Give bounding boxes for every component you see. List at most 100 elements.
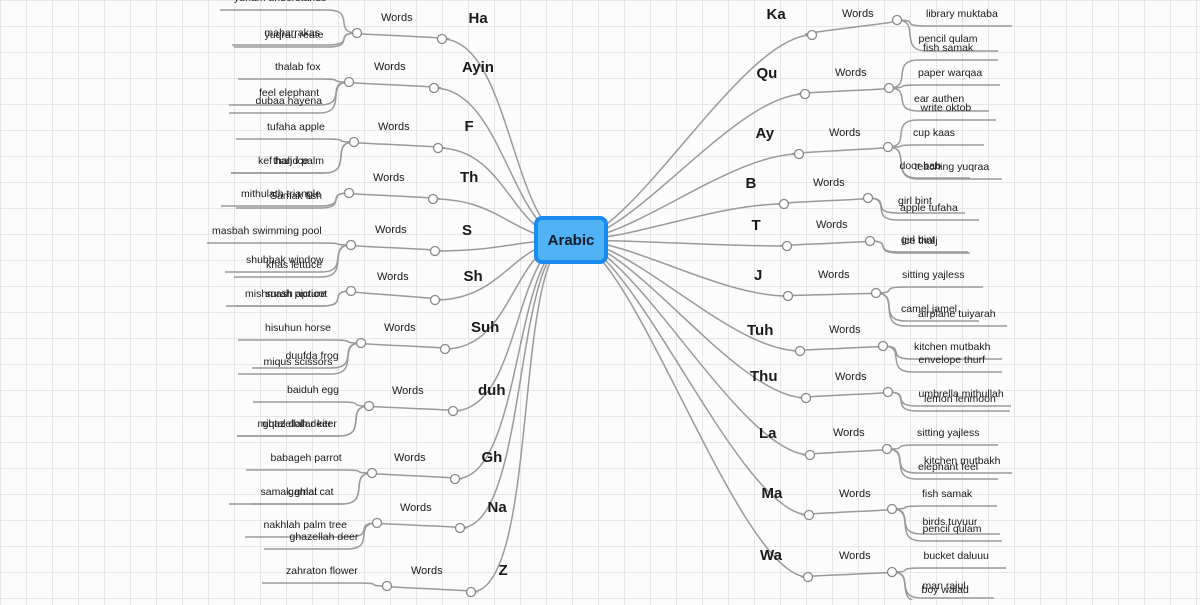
leaf-label[interactable]: fish samak (922, 487, 973, 500)
leaf-label[interactable]: ice thalj (902, 234, 938, 247)
words-group-label[interactable]: Words (378, 120, 410, 133)
words-group-label[interactable]: Words (375, 223, 407, 236)
leaf-label[interactable]: babageh parrot (270, 451, 342, 464)
leaf-label[interactable]: gamal cat (288, 485, 334, 498)
branch-header[interactable]: Ma (761, 484, 783, 502)
words-group-label[interactable]: Words (373, 171, 405, 184)
words-group-label[interactable]: Words (839, 549, 871, 562)
leaf-label[interactable]: pencil qulam (918, 32, 978, 45)
leaf-label[interactable]: yuham understands (234, 0, 326, 3)
words-group-label[interactable]: Words (829, 323, 861, 336)
words-group-label[interactable]: Words (818, 268, 850, 281)
leaf-label[interactable]: sitting yajless (917, 426, 980, 439)
leaf-label[interactable]: tufaha apple (267, 120, 325, 133)
leaf-label[interactable]: airplane tuiyarah (918, 307, 996, 320)
words-group-label[interactable]: Words (835, 370, 867, 383)
leaf-label[interactable]: hisuhun horse (265, 321, 331, 334)
words-group-label[interactable]: Words (816, 218, 848, 231)
leaf-label[interactable]: pencil qulam (922, 522, 982, 535)
leaf-label[interactable]: miqtal dollar kiter (257, 417, 337, 430)
leaf-label[interactable]: ghazellah deer (262, 417, 332, 430)
leaf-label[interactable]: kitchen mutbakh (924, 454, 1001, 467)
branch-header[interactable]: La (759, 424, 777, 442)
words-group-label[interactable]: Words (833, 426, 865, 439)
branch-header[interactable]: Qu (756, 64, 778, 82)
leaf-label[interactable]: ear authen (914, 92, 965, 105)
branch-header[interactable]: Ay (755, 124, 775, 142)
leaf-label[interactable]: zahraton flower (286, 564, 358, 577)
leaf-label[interactable]: umbrella mithullah (918, 387, 1004, 400)
leaf-label[interactable]: nakhlah palm tree (263, 518, 347, 531)
words-group-label[interactable]: Words (829, 126, 861, 139)
words-group-label[interactable]: Words (392, 384, 424, 397)
leaf-label[interactable]: miqus scissors (263, 355, 333, 368)
branch-header[interactable]: Ha (468, 9, 488, 27)
words-group-label[interactable]: Words (842, 7, 874, 20)
leaf-label[interactable]: girl bint (898, 194, 932, 207)
leaf-label[interactable]: maharrakas (264, 26, 320, 39)
leaf-label[interactable]: shubbak window (246, 253, 324, 266)
words-group-label[interactable]: Words (374, 60, 406, 73)
leaf-label[interactable]: kef hand palm (258, 154, 324, 167)
leaf-label[interactable]: Samak fish (270, 189, 322, 202)
leaf-label[interactable]: thalj ice (273, 154, 309, 167)
branch-header[interactable]: S (462, 221, 473, 239)
leaf-label[interactable]: birds tuyuur (922, 515, 978, 528)
words-group-label[interactable]: Words (839, 487, 871, 500)
leaf-label[interactable]: samak ghlat (260, 485, 318, 498)
branch-header[interactable]: F (464, 117, 474, 135)
leaf-label[interactable]: door bab (899, 159, 941, 172)
leaf-label[interactable]: kitchen mutbakh (914, 340, 991, 353)
leaf-label[interactable]: ghazellah deer (289, 530, 359, 543)
leaf-label[interactable]: khas lettuce (266, 258, 323, 271)
leaf-label[interactable]: surah picture (265, 287, 327, 300)
branch-header[interactable]: Thu (750, 367, 778, 385)
leaf-label[interactable]: man rajul (922, 579, 966, 592)
words-group-label[interactable]: Words (411, 564, 443, 577)
leaf-label[interactable]: library muktaba (926, 7, 998, 20)
leaf-label[interactable]: dubaa hayena (255, 94, 323, 107)
branch-header[interactable]: Suh (471, 318, 500, 336)
words-group-label[interactable]: Words (384, 321, 416, 334)
branch-header[interactable]: duh (478, 381, 506, 399)
leaf-label[interactable]: mishmash apricot (245, 287, 328, 300)
branch-header[interactable]: T (751, 216, 761, 234)
words-group-label[interactable]: Words (835, 66, 867, 79)
branch-header[interactable]: Th (460, 168, 479, 186)
branch-header[interactable]: Wa (760, 546, 782, 564)
leaf-label[interactable]: girl bint (901, 233, 935, 246)
leaf-label[interactable]: paper warqaa (918, 66, 983, 79)
branch-header[interactable]: Na (487, 498, 507, 516)
leaf-label[interactable]: thalab fox (275, 60, 321, 73)
leaf-label[interactable]: sitting yajless (902, 268, 965, 281)
leaf-label[interactable]: lemon lenmoon (924, 392, 996, 405)
branch-header[interactable]: Z (498, 561, 508, 579)
branch-header[interactable]: Sh (463, 267, 483, 285)
leaf-label[interactable]: bucket daluuu (923, 549, 989, 562)
leaf-label[interactable]: write oktob (920, 101, 972, 114)
branch-header[interactable]: Tuh (747, 321, 774, 339)
leaf-label[interactable]: baiduh egg (287, 383, 339, 396)
words-group-label[interactable]: Words (394, 451, 426, 464)
words-group-label[interactable]: Words (377, 270, 409, 283)
words-group-label[interactable]: Words (813, 176, 845, 189)
words-group-label[interactable]: Words (381, 11, 413, 24)
root-node[interactable]: Arabic (534, 216, 608, 264)
branch-header[interactable]: Ka (766, 5, 786, 23)
branch-header[interactable]: Ayin (462, 58, 494, 76)
leaf-label[interactable]: duufda frog (285, 349, 339, 362)
leaf-label[interactable]: feel elephant (259, 86, 320, 99)
words-group-label[interactable]: Words (400, 501, 432, 514)
leaf-label[interactable]: camel jamel (901, 302, 958, 315)
leaf-label[interactable]: fish samak (923, 41, 974, 54)
leaf-label[interactable]: yuqrau reate (264, 28, 324, 41)
leaf-label[interactable]: cup kaas (913, 126, 956, 139)
leaf-label[interactable]: elephant feel (918, 460, 979, 473)
leaf-label[interactable]: apple tufaha (900, 201, 958, 214)
leaf-label[interactable]: teaching yuqraa (914, 160, 990, 173)
leaf-label[interactable]: mithulath triangle (241, 187, 321, 200)
leaf-label[interactable]: envelope thurf (918, 353, 986, 366)
leaf-label[interactable]: masbah swimming pool (212, 224, 322, 237)
branch-header[interactable]: B (745, 174, 757, 192)
